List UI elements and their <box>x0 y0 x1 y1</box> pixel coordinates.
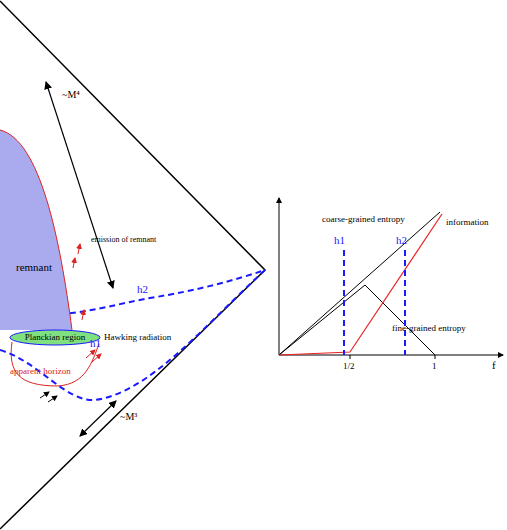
annotation: Hawking radiation <box>104 333 171 342</box>
slice-marker <box>343 250 345 355</box>
remnant-region: remnant <box>0 128 74 332</box>
emission-arrow <box>73 258 75 268</box>
information-curve <box>279 214 442 355</box>
axis-label: f <box>492 360 496 371</box>
node-shape <box>0 128 74 332</box>
remnant-outline <box>0 130 72 330</box>
x-axis <box>279 355 503 356</box>
curve-label: fine-grained entropy <box>392 324 466 333</box>
slice-label: h2 <box>396 235 407 246</box>
emission-arrow <box>78 244 80 254</box>
y-axis <box>279 198 280 355</box>
node-fill <box>10 330 100 345</box>
node-fill <box>0 130 72 330</box>
axis-tick-label: 1/2 <box>343 362 355 371</box>
region-label: Planckian region <box>25 333 86 342</box>
annotation: emission of remnant <box>91 236 156 244</box>
fine-grained-curve <box>279 285 435 355</box>
infall-arrow <box>40 392 49 398</box>
slice-label: h2 <box>137 284 148 295</box>
tick <box>350 355 351 359</box>
axis-tick-label: 1 <box>432 362 437 371</box>
infall-arrow <box>48 396 57 402</box>
penrose-boundary <box>0 1 265 529</box>
slice-label: h1 <box>334 235 345 246</box>
coarse-grained-curve <box>279 212 440 355</box>
planckian-region: Planckian region <box>9 329 101 346</box>
scale-arrow <box>80 401 116 436</box>
hawking-arrow <box>86 350 95 358</box>
emission-arrow <box>82 310 84 320</box>
slice-label: h1 <box>90 338 101 349</box>
scale-label: ~M³ <box>120 412 137 422</box>
annotation: apparent horizon <box>10 367 71 376</box>
curve-label: information <box>446 218 489 227</box>
hawking-arrow <box>92 354 101 362</box>
tick <box>435 355 436 359</box>
region-label: remnant <box>16 262 52 273</box>
apparent-horizon <box>11 342 99 386</box>
scale-label: ~M⁴ <box>62 90 80 100</box>
slice-marker <box>404 250 406 355</box>
curve-label: coarse-grained entropy <box>322 215 405 224</box>
